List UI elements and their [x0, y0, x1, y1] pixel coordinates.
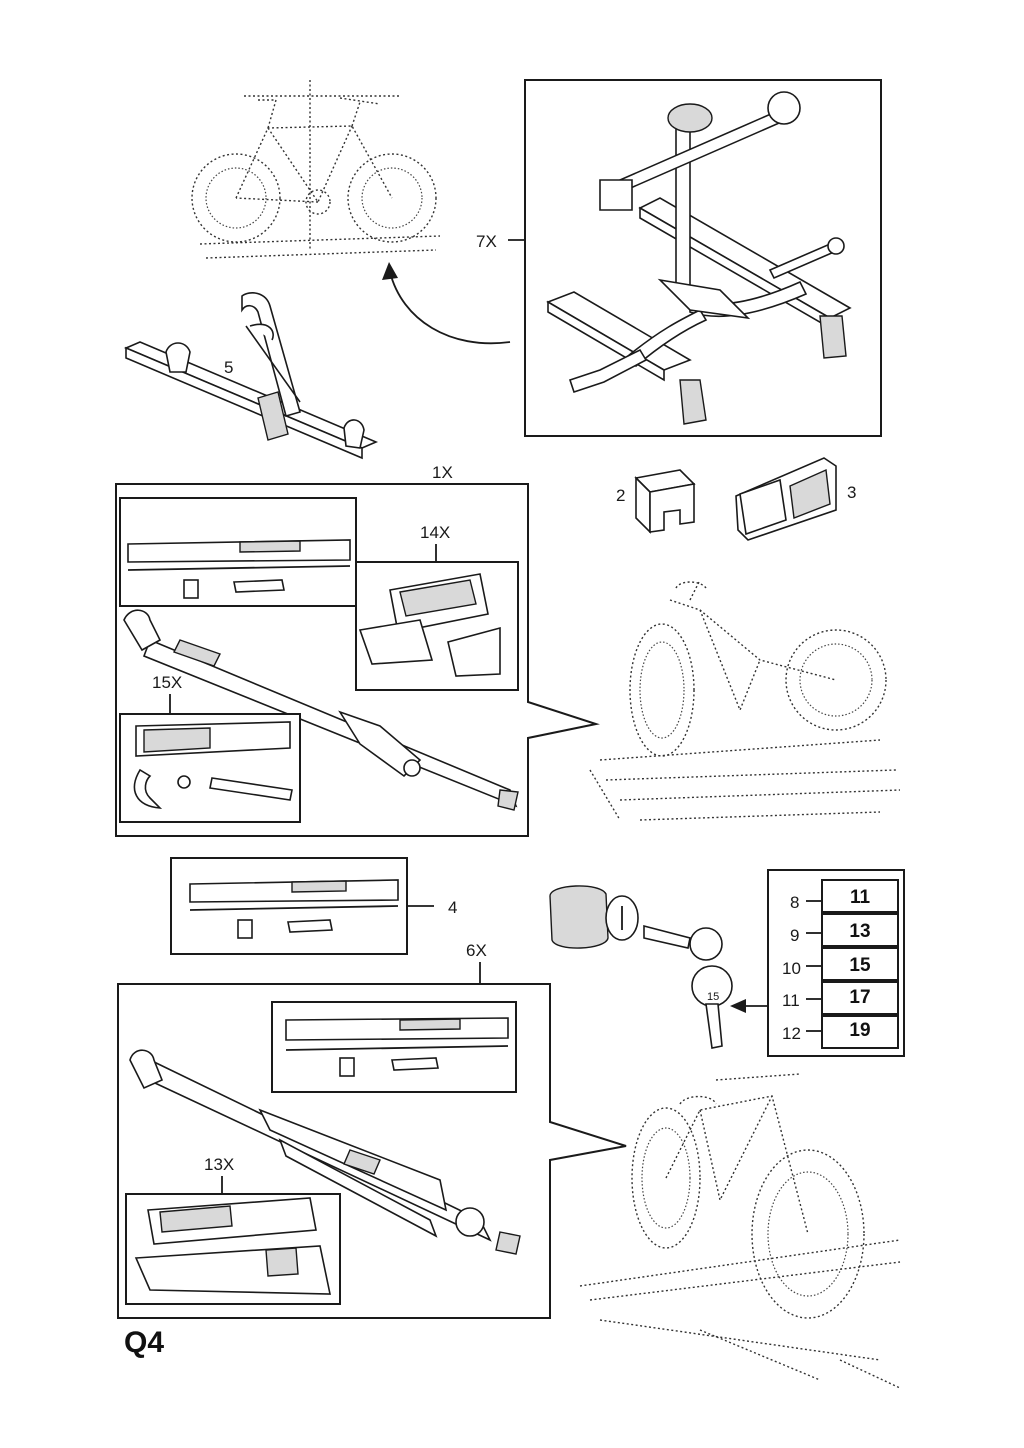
key-code: 19 [849, 1020, 870, 1041]
key-code: 17 [849, 987, 870, 1008]
label-kit-frame-parts: 13X [204, 1155, 234, 1174]
frame-mount-carrier-illustration [129, 1049, 521, 1255]
page-code: Q4 [124, 1326, 164, 1359]
label-kit-fork-box: 14X [420, 523, 450, 542]
label-cap-large: 3 [847, 483, 856, 502]
bike-on-rack-dotted-illustration [191, 80, 441, 259]
keys-illustration: 15 [643, 924, 733, 1049]
lock-cylinder-illustration [549, 885, 639, 949]
key-pointer-arrow [730, 999, 746, 1013]
key-code-row: 8 11 [790, 879, 899, 913]
rail-profile-illustration [285, 1017, 509, 1077]
callout-arrow [382, 262, 511, 345]
key-code-table: 8 11 9 13 10 15 11 17 12 19 [782, 879, 899, 1049]
key-code-row: 11 17 [782, 981, 899, 1015]
key-ref: 12 [782, 1024, 801, 1043]
label-kit-fork-mount: 1X [432, 463, 453, 482]
key-ref: 9 [790, 926, 799, 945]
kit-fork-box-illustration [358, 573, 501, 677]
key-code-row: 9 13 [790, 913, 899, 947]
cap-small-illustration [634, 469, 696, 534]
key-tag-number: 15 [707, 991, 719, 1003]
bike-fork-mount-dotted-illustration [589, 579, 901, 821]
rail-profile-illustration [127, 539, 351, 599]
key-ref: 8 [790, 893, 799, 912]
rail-carrier-illustration [123, 292, 379, 460]
label-rail-kit: 4 [448, 898, 457, 917]
cap-large-illustration [735, 457, 837, 541]
key-code: 15 [849, 955, 871, 976]
label-rack-assembly: 7X [476, 232, 497, 251]
label-rail-carrier: 5 [224, 358, 233, 377]
key-code: 11 [850, 887, 871, 908]
key-code-row: 10 15 [782, 947, 899, 981]
kit-frame-parts-illustration [134, 1197, 331, 1295]
fork-mount-carrier-illustration [123, 609, 519, 811]
key-code: 13 [849, 921, 870, 942]
rail-kit-illustration [189, 879, 399, 939]
rack-assembly-illustration [546, 91, 852, 425]
key-ref: 11 [782, 991, 800, 1010]
label-cap-small: 2 [616, 486, 625, 505]
label-kit-frame-mount: 6X [466, 941, 487, 960]
key-ref: 10 [782, 959, 801, 978]
key-code-row: 12 19 [782, 1015, 899, 1049]
kit-fork-parts-illustration [133, 721, 293, 809]
bike-frame-mount-dotted-illustration [579, 1073, 901, 1389]
label-kit-fork-parts: 15X [152, 673, 182, 692]
